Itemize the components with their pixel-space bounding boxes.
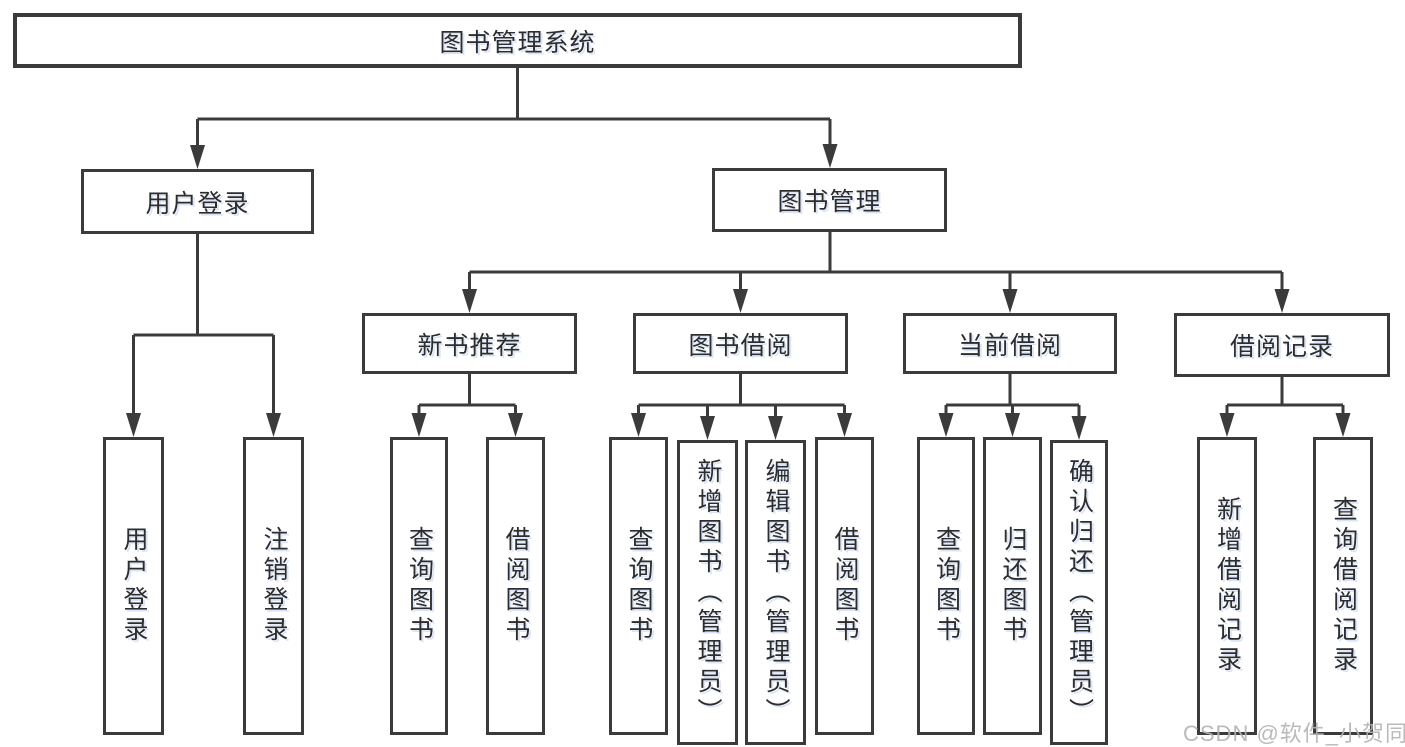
watermark: CSDN @软件_小贺同学 <box>1183 721 1405 746</box>
leaf-label: 用户登录 <box>120 526 148 646</box>
leaf-label: 编辑图书（管理员） <box>762 457 790 728</box>
node-root-label: 图书管理系统 <box>439 28 596 57</box>
leaf-label: 查询图书 <box>932 526 961 646</box>
leaf-current-query-books: 查询图书 <box>917 437 975 735</box>
leaf-label: 查询图书 <box>405 526 434 646</box>
node-new-book-recommend-label: 新书推荐 <box>417 331 522 360</box>
leaf-borrow-query-books: 查询图书 <box>609 437 668 735</box>
connector-new-book-recommend-children <box>411 374 523 437</box>
leaf-login-user-login: 用户登录 <box>103 437 164 735</box>
leaf-borrow-borrow-books: 借阅图书 <box>815 437 874 735</box>
leaf-label: 归还图书 <box>999 526 1027 646</box>
node-book-management-label: 图书管理 <box>777 188 882 216</box>
node-user-login-label: 用户登录 <box>145 189 250 218</box>
node-new-book-recommend: 新书推荐 <box>362 313 577 374</box>
leaf-label: 查询借阅记录 <box>1329 496 1358 676</box>
connector-borrowing-records-children <box>1219 377 1351 437</box>
connector-current-borrowing-children <box>938 374 1087 440</box>
leaf-login-logout: 注销登录 <box>243 437 304 735</box>
node-book-management: 图书管理 <box>712 168 947 232</box>
leaf-label: 查询图书 <box>625 526 653 646</box>
leaf-label: 新增图书（管理员） <box>694 457 722 728</box>
node-root: 图书管理系统 <box>13 13 1022 68</box>
node-borrowing-records-label: 借阅记录 <box>1229 333 1334 361</box>
node-current-borrowing-label: 当前借阅 <box>957 331 1062 360</box>
leaf-rec-borrow-books: 借阅图书 <box>486 437 545 735</box>
leaf-rec-query-books: 查询图书 <box>390 437 448 735</box>
leaf-label: 借阅图书 <box>502 526 530 646</box>
leaf-current-confirm-return-admin: 确认归还（管理员） <box>1050 440 1108 745</box>
connector-root-to-level2 <box>190 68 838 169</box>
connector-user-login-children <box>126 234 281 437</box>
node-borrowing-records: 借阅记录 <box>1174 313 1390 377</box>
node-user-login: 用户登录 <box>81 169 314 234</box>
node-book-borrowing: 图书借阅 <box>633 313 848 374</box>
leaf-label: 借阅图书 <box>831 526 859 646</box>
leaf-records-query-record: 查询借阅记录 <box>1313 437 1373 735</box>
connector-book-management-children <box>462 232 1290 313</box>
leaf-label: 新增借阅记录 <box>1213 496 1242 676</box>
leaf-label: 注销登录 <box>260 526 288 646</box>
connector-book-borrowing-children <box>631 374 852 440</box>
leaf-borrow-edit-books-admin: 编辑图书（管理员） <box>745 440 806 745</box>
leaf-current-return-books: 归还图书 <box>983 437 1042 735</box>
node-current-borrowing: 当前借阅 <box>903 313 1117 374</box>
leaf-records-add-record: 新增借阅记录 <box>1197 437 1257 735</box>
leaf-borrow-add-books-admin: 新增图书（管理员） <box>677 440 738 745</box>
leaf-label: 确认归还（管理员） <box>1065 457 1094 728</box>
node-book-borrowing-label: 图书借阅 <box>688 331 793 360</box>
